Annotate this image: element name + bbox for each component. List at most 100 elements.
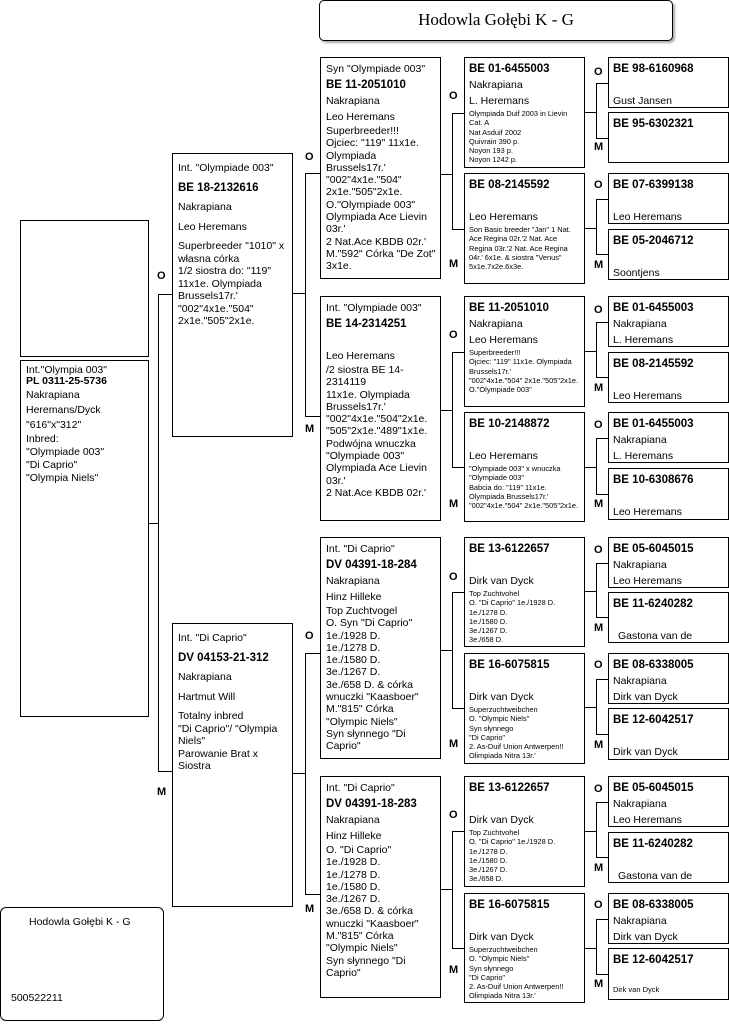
connector-line xyxy=(596,974,608,975)
ancestor-color: Nakrapiana xyxy=(613,559,667,571)
connector-line xyxy=(585,228,597,229)
connector-line xyxy=(596,254,608,255)
connector-line xyxy=(596,802,597,858)
gen5-card: BE 11-6240282 Gastona van de xyxy=(608,592,729,643)
connector-line xyxy=(596,199,597,255)
gen5-card: BE 95-6302321 xyxy=(608,112,729,163)
connector-line xyxy=(596,734,608,735)
connector-line xyxy=(441,174,453,175)
gen5-card: BE 08-6338005 Nakrapiana Dirk van Dyck xyxy=(608,893,729,944)
ancestor-name: Syn "Olympiade 003" xyxy=(326,63,426,75)
connector-line xyxy=(305,416,320,417)
dam-marker: M xyxy=(594,862,604,874)
ancestor-breeder: Gastona van de xyxy=(618,630,693,642)
gen5-card: BE 01-6455003 Nakrapiana L. Heremans xyxy=(608,296,729,347)
ancestor-color xyxy=(613,488,724,504)
gen5-card: BE 05-6045015 Nakrapiana Leo Heremans xyxy=(608,537,729,588)
ancestor-color: Nakrapiana xyxy=(613,798,667,810)
connector-line xyxy=(585,351,597,352)
connector-line xyxy=(452,352,453,468)
ancestor-breeder: Hinz Hilleke xyxy=(326,591,382,603)
ancestor-breeder: Leo Heremans xyxy=(326,111,395,123)
ancestor-ring: BE 11-2051010 xyxy=(326,79,406,91)
footer-card: Hodowla Gołębi K - G 500522211 xyxy=(0,907,164,1021)
ancestor-breeder: Leo Heremans xyxy=(613,575,682,587)
ancestor-breeder: L. Heremans xyxy=(613,334,674,346)
connector-line xyxy=(452,467,464,468)
father-card: Int. "Olympiade 003" BE 18-2132616 Nakra… xyxy=(172,153,293,437)
dam-marker: M xyxy=(157,786,167,798)
ancestor-ring: BE 10-6308676 xyxy=(613,474,694,486)
ancestor-color xyxy=(469,913,580,929)
mother-card: Int. "Di Caprio" DV 04153-21-312 Nakrapi… xyxy=(172,623,293,907)
ancestor-notes: Superbreeder!!! Ojciec: "119" 11x1e. Oly… xyxy=(469,348,579,395)
father-ring: BE 18-2132616 xyxy=(178,181,259,194)
ancestor-ring: BE 01-6455003 xyxy=(613,418,694,430)
ancestor-color xyxy=(469,673,580,689)
connector-line xyxy=(585,467,597,468)
paternal-grandfather-card: Syn "Olympiade 003" BE 11-2051010 Nakrap… xyxy=(320,57,441,279)
ancestor-color xyxy=(613,968,724,984)
ancestor-breeder: Dirk van Dyck xyxy=(469,575,534,587)
ancestor-breeder: Dirk van Dyck xyxy=(613,746,678,758)
ancestor-breeder: Soontjens xyxy=(613,267,660,279)
connector-line xyxy=(305,173,306,417)
ancestor-ring: BE 05-6045015 xyxy=(613,543,694,555)
ancestor-breeder: Dirk van Dyck xyxy=(469,931,534,943)
ancestor-breeder: Dirk van Dyck xyxy=(613,985,660,994)
sire-marker: O xyxy=(449,329,458,341)
ancestor-ring: BE 08-2145592 xyxy=(469,179,550,191)
ancestor-color xyxy=(469,193,580,209)
ancestor-color: Nakrapiana xyxy=(326,575,380,587)
connector-line xyxy=(596,199,608,200)
sire-marker: O xyxy=(305,151,314,163)
subject-ring: PL 0311-25-5736 xyxy=(26,375,107,387)
ancestor-ring: BE 05-2046712 xyxy=(613,235,694,247)
connector-line xyxy=(452,592,453,709)
ancestor-ring: BE 14-2314251 xyxy=(326,318,407,330)
connector-line xyxy=(596,679,608,680)
ancestor-breeder: Dirk van Dyck xyxy=(469,691,534,703)
connector-line xyxy=(585,112,597,113)
sire-marker: O xyxy=(594,179,603,191)
gen4-card-mmm: BE 16-6075815 Dirk van Dyck Superzuchtwe… xyxy=(464,893,585,1003)
ancestor-notes: Top Zuchtvogel O. Syn "Di Caprio" 1e./19… xyxy=(326,605,419,753)
connector-line xyxy=(585,707,597,708)
pedigree-title: Hodowla Gołębi K - G xyxy=(319,0,673,41)
dam-marker: M xyxy=(594,498,604,510)
connector-line xyxy=(305,894,320,895)
ancestor-color xyxy=(613,612,724,628)
maternal-grandfather-card: Int. "Di Caprio" DV 04391-18-284 Nakrapi… xyxy=(320,537,441,759)
sire-marker: O xyxy=(594,304,603,316)
ancestor-color xyxy=(613,852,724,868)
ancestor-notes: Son Basic breeder "Jan" 1 Nat. Ace Regin… xyxy=(469,225,571,272)
connector-line xyxy=(452,592,464,593)
dam-marker: M xyxy=(449,498,459,510)
connector-line xyxy=(149,523,159,524)
gen4-card-ffm: BE 08-2145592 Leo Heremans Son Basic bre… xyxy=(464,173,585,284)
sire-marker: O xyxy=(594,544,603,556)
ancestor-breeder: Leo Heremans xyxy=(326,350,395,362)
ancestor-color: Nakrapiana xyxy=(613,915,667,927)
ancestor-breeder: L. Heremans xyxy=(469,95,530,107)
connector-line xyxy=(596,83,597,139)
ancestor-ring: BE 05-6045015 xyxy=(613,782,694,794)
ancestor-color xyxy=(613,193,724,209)
gen5-card: BE 12-6042517 Dirk van Dyck xyxy=(608,708,729,760)
dam-marker: M xyxy=(305,423,315,435)
connector-line xyxy=(596,438,608,439)
father-name: Int. "Olympiade 003" xyxy=(178,162,274,174)
connector-line xyxy=(596,679,597,735)
ancestor-notes: Superzuchtweibchen O. "Olympic Niels" Sy… xyxy=(469,945,564,1001)
ancestor-breeder: Leo Heremans xyxy=(613,506,682,518)
subject-inbred-line: "Di Caprio" xyxy=(26,459,78,471)
ancestor-notes: Olympiada Duif 2003 in Lievin Cat. A Nat… xyxy=(469,109,568,165)
connector-line xyxy=(305,173,320,174)
connector-line xyxy=(596,438,597,495)
gen5-card: BE 08-2145592 Leo Heremans xyxy=(608,352,729,403)
gen5-card: BE 08-6338005 Nakrapiana Dirk van Dyck xyxy=(608,653,729,704)
dam-marker: M xyxy=(594,978,604,990)
ancestor-notes: /2 siostra BE 14-2314119 11x1e. Olympiad… xyxy=(326,364,428,499)
ancestor-breeder: Leo Heremans xyxy=(613,211,682,223)
mother-breeder: Hartmut Will xyxy=(178,690,236,703)
